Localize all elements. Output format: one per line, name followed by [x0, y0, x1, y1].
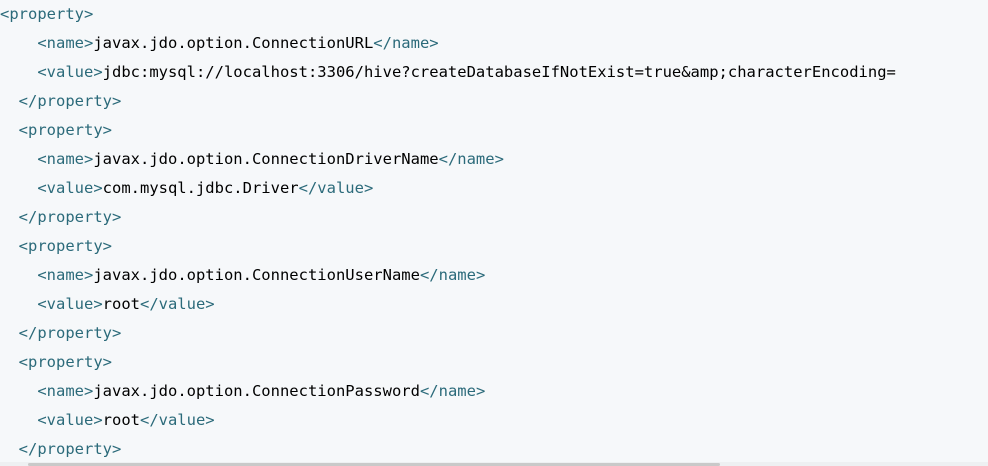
horizontal-scrollbar-thumb[interactable]: [28, 463, 720, 466]
code-line: <name>javax.jdo.option.ConnectionURL</na…: [0, 29, 896, 58]
xml-text-value: com.mysql.jdbc.Driver: [102, 179, 299, 197]
xml-open-tag: <name>: [37, 150, 94, 168]
xml-text-value: javax.jdo.option.ConnectionDriverName: [93, 150, 439, 168]
code-line: <property>: [0, 0, 896, 29]
code-indent: [0, 237, 19, 255]
code-indent: [0, 266, 37, 284]
code-line: <value>root</value>: [0, 290, 896, 319]
xml-close-tag: </name>: [373, 34, 439, 52]
code-indent: [0, 353, 19, 371]
xml-open-tag: <property>: [18, 353, 112, 371]
xml-close-tag: </value>: [139, 295, 215, 313]
xml-open-tag: <value>: [37, 411, 103, 429]
code-line: <name>javax.jdo.option.ConnectionPasswor…: [0, 377, 896, 406]
code-line: </property>: [0, 435, 896, 464]
code-line: <property>: [0, 348, 896, 377]
xml-text-value: javax.jdo.option.ConnectionURL: [93, 34, 374, 52]
xml-text-value: jdbc:mysql://localhost:3306/hive?createD…: [102, 63, 896, 81]
xml-close-tag: </name>: [419, 266, 486, 284]
code-indent: [0, 382, 37, 400]
code-indent: [0, 411, 37, 429]
code-line: <name>javax.jdo.option.ConnectionUserNam…: [0, 261, 896, 290]
code-line: <value>com.mysql.jdbc.Driver</value>: [0, 174, 896, 203]
code-indent: [0, 92, 19, 110]
xml-close-tag: </name>: [438, 150, 504, 168]
xml-text-value: root: [102, 295, 140, 313]
code-line: <value>jdbc:mysql://localhost:3306/hive?…: [0, 58, 896, 87]
code-indent: [0, 63, 37, 81]
xml-open-tag: <property>: [0, 5, 94, 23]
xml-open-tag: <value>: [37, 63, 103, 81]
xml-open-tag: </property>: [18, 208, 122, 226]
code-line: <name>javax.jdo.option.ConnectionDriverN…: [0, 145, 896, 174]
xml-open-tag: </property>: [18, 324, 122, 342]
code-indent: [0, 324, 19, 342]
code-indent: [0, 34, 37, 52]
code-line: <property>: [0, 232, 896, 261]
xml-close-tag: </value>: [139, 411, 215, 429]
xml-text-value: javax.jdo.option.ConnectionUserName: [93, 266, 420, 284]
code-indent: [0, 121, 19, 139]
xml-open-tag: </property>: [18, 92, 122, 110]
xml-open-tag: </property>: [18, 440, 122, 458]
code-indent: [0, 295, 37, 313]
xml-close-tag: </name>: [419, 382, 486, 400]
xml-open-tag: <property>: [18, 237, 112, 255]
xml-open-tag: <name>: [37, 266, 94, 284]
code-indent: [0, 150, 37, 168]
code-line: </property>: [0, 87, 896, 116]
xml-text-value: root: [102, 411, 140, 429]
xml-open-tag: <property>: [18, 121, 112, 139]
code-indent: [0, 208, 19, 226]
code-indent: [0, 440, 19, 458]
code-line: <value>root</value>: [0, 406, 896, 435]
xml-open-tag: <name>: [37, 34, 94, 52]
xml-open-tag: <name>: [37, 382, 94, 400]
code-line: <property>: [0, 116, 896, 145]
code-line: </property>: [0, 319, 896, 348]
xml-open-tag: <value>: [37, 295, 103, 313]
xml-open-tag: <value>: [37, 179, 103, 197]
xml-close-tag: </value>: [298, 179, 374, 197]
code-indent: [0, 179, 37, 197]
xml-text-value: javax.jdo.option.ConnectionPassword: [93, 382, 420, 400]
code-lines: <property> <name>javax.jdo.option.Connec…: [0, 0, 896, 464]
code-line: </property>: [0, 203, 896, 232]
